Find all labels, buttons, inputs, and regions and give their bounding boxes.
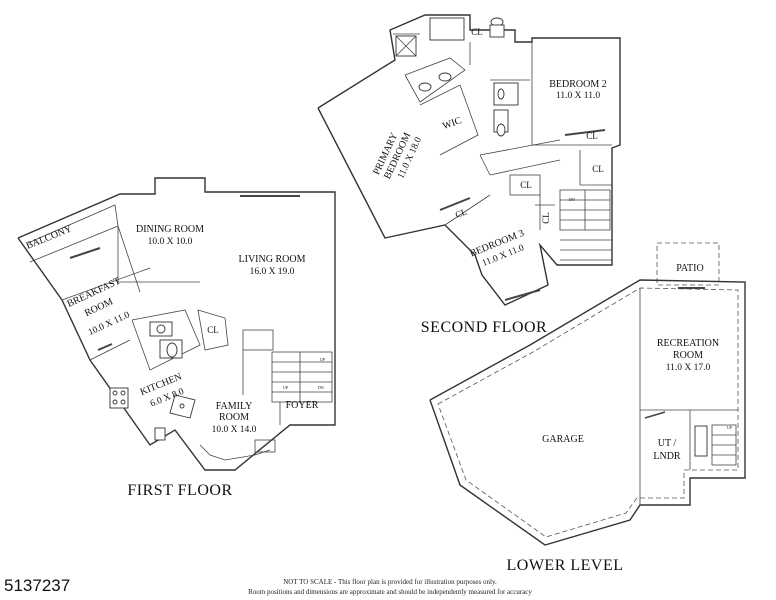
living-label: LIVING ROOM — [239, 254, 306, 265]
second-floor-outline — [317, 14, 621, 306]
ut-label-1: UT / — [658, 438, 677, 449]
second-floor-plan — [317, 14, 621, 306]
lower-level-stair-up: UP — [727, 425, 733, 430]
first-floor-outline — [17, 177, 336, 471]
first-floor-title: FIRST FLOOR — [127, 482, 232, 499]
bedroom2-dim: 11.0 X 11.0 — [556, 91, 600, 101]
second-floor-closet-label-3: CL — [592, 164, 604, 174]
first-floor-stair-up-1: UP — [320, 357, 326, 362]
second-floor-title: SECOND FLOOR — [421, 319, 547, 336]
foyer-label: FOYER — [286, 400, 319, 411]
disclaimer-line-2: Room positions and dimensions are approx… — [248, 588, 532, 596]
second-floor-closet-label-1: CL — [471, 27, 483, 37]
dining-label: DINING ROOM — [136, 224, 204, 235]
family-label-2: ROOM — [219, 412, 249, 423]
second-floor-closet-label-5: CL — [454, 207, 468, 220]
first-floor-stair-up-2: UP — [283, 385, 289, 390]
disclaimer-line-1: NOT TO SCALE - This floor plan is provid… — [283, 578, 497, 586]
bedroom2-label: BEDROOM 2 — [549, 79, 607, 90]
first-floor-plan — [17, 177, 336, 471]
first-floor-stair-dn: DN — [318, 385, 324, 390]
family-dim: 10.0 X 14.0 — [212, 425, 257, 435]
garage-label: GARAGE — [542, 434, 584, 445]
lower-level-plan — [429, 242, 746, 546]
patio-label: PATIO — [676, 263, 703, 274]
recreation-label-1: RECREATION — [657, 338, 719, 349]
second-floor-stair-dn: DN — [569, 197, 575, 202]
second-floor-closet-label-6: CL — [541, 212, 551, 224]
recreation-dim: 11.0 X 17.0 — [666, 363, 711, 373]
ut-label-2: LNDR — [653, 451, 681, 462]
second-floor-closet-label-2: CL — [586, 131, 598, 141]
lower-level-outline — [429, 279, 746, 546]
living-dim: 16.0 X 19.0 — [250, 267, 295, 277]
first-floor-closet-label: CL — [207, 325, 219, 335]
family-label-1: FAMILY — [216, 401, 253, 412]
lower-level-title: LOWER LEVEL — [506, 557, 623, 574]
wic-label: WIC — [441, 115, 463, 132]
second-floor-closet-label-4: CL — [520, 180, 532, 190]
dining-dim: 10.0 X 10.0 — [148, 237, 193, 247]
listing-number: 5137237 — [4, 576, 71, 595]
recreation-label-2: ROOM — [673, 350, 703, 361]
